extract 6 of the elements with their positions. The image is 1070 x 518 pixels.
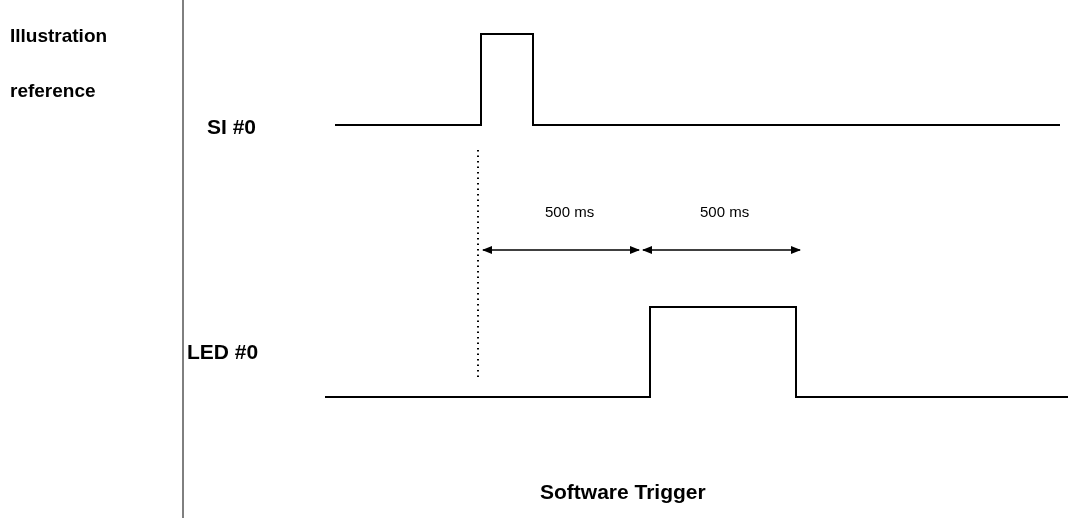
signal-name: LED #0 [187, 340, 259, 364]
signal-name: SI #0 [207, 115, 257, 139]
header-label: Illustration reference [10, 24, 109, 103]
dimension-label: 500 ms [700, 203, 750, 220]
dimension-label: 500 ms [545, 203, 595, 220]
caption: Software Trigger [540, 480, 706, 504]
